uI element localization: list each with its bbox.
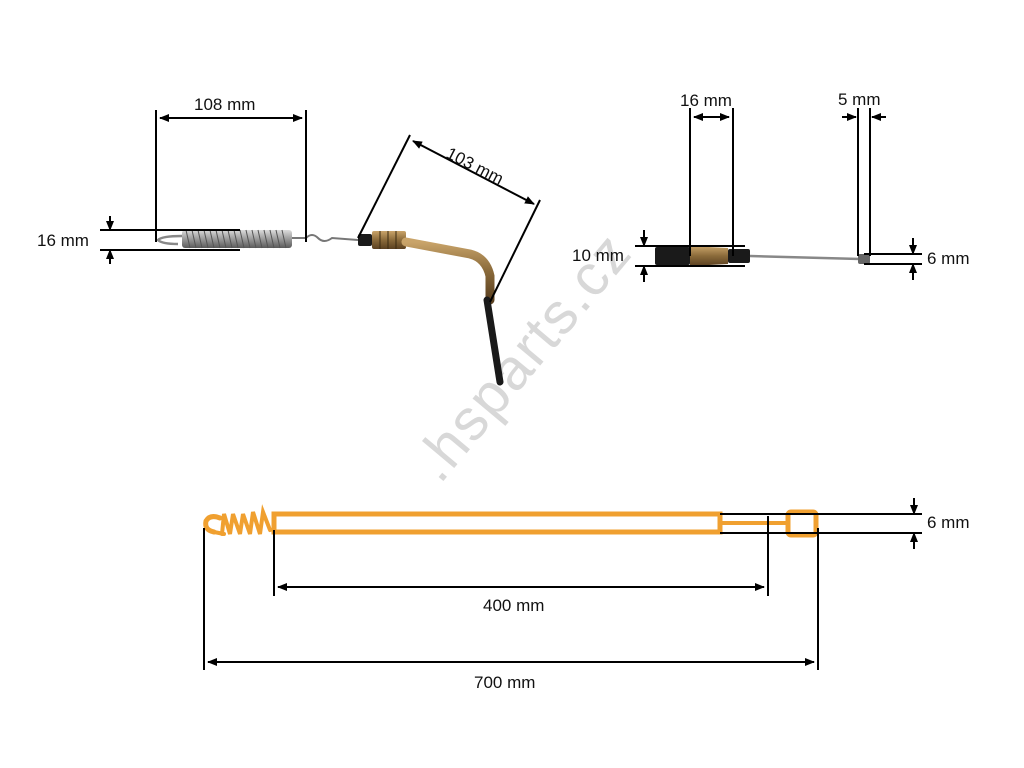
dim-label-spring-height: 16 mm <box>37 231 89 250</box>
dim-label-total-length: 700 mm <box>474 673 535 692</box>
dim-label-sleeve-diameter: 10 mm <box>572 246 624 265</box>
dim-sheath-length <box>273 516 769 596</box>
spring-cable-drawing: 108 mm 16 mm 103 mm <box>37 95 541 386</box>
schematic-nipple <box>785 509 819 538</box>
dim-sleeve-length <box>689 108 734 256</box>
dim-end-length <box>842 108 886 256</box>
steel-wire <box>749 254 861 261</box>
schematic-sheath <box>271 511 723 535</box>
dim-label-end-diameter: 6 mm <box>927 249 970 268</box>
bent-tube <box>401 237 495 305</box>
black-cap <box>728 249 750 263</box>
dim-label-sheath-length: 400 mm <box>483 596 544 615</box>
dim-label-end-length: 5 mm <box>838 90 881 109</box>
dim-label-sleeve-length: 16 mm <box>680 91 732 110</box>
dim-sleeve-diameter <box>635 230 745 282</box>
dim-spring-length <box>155 110 307 242</box>
brass-nut <box>372 231 406 249</box>
black-cable <box>483 296 504 386</box>
black-ferrule <box>358 234 372 246</box>
schematic-hook <box>203 514 223 535</box>
brass-ferrule <box>690 246 728 266</box>
wire-clip <box>292 234 359 242</box>
dim-spring-height <box>100 216 240 264</box>
dim-total-length <box>203 528 819 670</box>
schematic-spring <box>212 504 272 536</box>
dim-label-cable-bend: 103 mm <box>443 144 506 189</box>
sheath-schematic: 6 mm 400 mm 700 mm <box>203 498 970 692</box>
dim-label-sheath-diameter: 6 mm <box>927 513 970 532</box>
wire-end-nipple <box>858 254 870 264</box>
black-sleeve <box>655 247 690 265</box>
dim-sheath-diameter <box>720 498 922 549</box>
spring-coil <box>156 229 292 249</box>
cable-end-drawing: 16 mm 10 mm 5 mm 6 mm <box>572 90 970 282</box>
dim-cable-bend <box>357 134 541 303</box>
dim-label-spring-length: 108 mm <box>194 95 255 114</box>
dim-end-diameter <box>864 238 922 280</box>
